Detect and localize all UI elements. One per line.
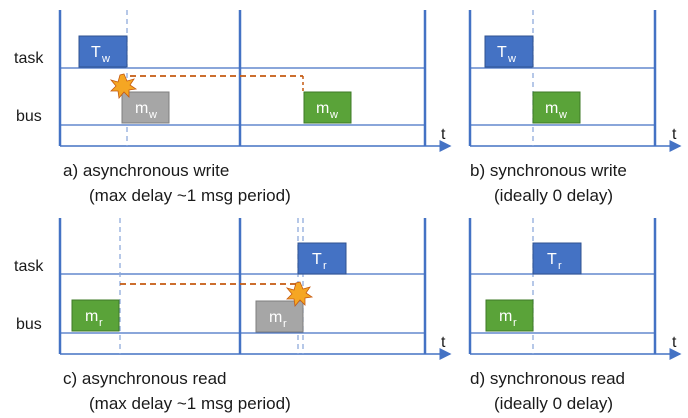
time-label: t bbox=[672, 126, 677, 143]
task-box-label: T bbox=[312, 251, 322, 268]
bus-box-label: m bbox=[545, 100, 558, 117]
time-label: t bbox=[672, 334, 677, 351]
task-box-sub: w bbox=[101, 53, 110, 65]
bus-box-sub: r bbox=[513, 317, 517, 329]
task-write-box bbox=[484, 35, 534, 68]
caption-a-note: (max delay ~1 msg period) bbox=[89, 186, 291, 205]
caption-c-note: (max delay ~1 msg period) bbox=[89, 394, 291, 413]
panel-d: T r m r bbox=[468, 218, 682, 360]
task-box-label: T bbox=[497, 44, 507, 61]
time-label: t bbox=[441, 126, 446, 143]
caption-c-title: c) asynchronous read bbox=[63, 369, 226, 388]
panel-b: T w m w bbox=[468, 10, 682, 152]
panel-a: T w m w m w bbox=[58, 10, 452, 152]
event-burst-icon bbox=[109, 73, 138, 99]
bus-box-sub: w bbox=[329, 109, 338, 121]
bus-box-label: m bbox=[269, 309, 282, 326]
bus-msg-old-box bbox=[121, 91, 170, 124]
caption-d-note: (ideally 0 delay) bbox=[494, 394, 613, 413]
task-write-box bbox=[78, 35, 128, 68]
task-read-box bbox=[297, 242, 347, 275]
row-label-task: task bbox=[14, 50, 44, 67]
bus-box-sub: w bbox=[558, 109, 567, 121]
bus-msg-new-box bbox=[532, 91, 581, 124]
row-label-bus: bus bbox=[16, 108, 42, 125]
bus-msg-new-box bbox=[71, 299, 120, 332]
bus-box-sub: r bbox=[283, 318, 287, 330]
bus-msg-new-box bbox=[303, 91, 352, 124]
caption-d-title: d) synchronous read bbox=[470, 369, 625, 388]
task-box-sub: w bbox=[507, 53, 516, 65]
bus-box-label: m bbox=[85, 308, 98, 325]
bus-box-label: m bbox=[316, 100, 329, 117]
bus-box-sub: w bbox=[148, 109, 157, 121]
bus-box-sub: r bbox=[99, 317, 103, 329]
panel-c: T r m r m r bbox=[58, 218, 452, 360]
caption-b-title: b) synchronous write bbox=[470, 161, 627, 180]
caption-a-title: a) asynchronous write bbox=[63, 161, 229, 180]
bus-box-label: m bbox=[135, 100, 148, 117]
caption-b-note: (ideally 0 delay) bbox=[494, 186, 613, 205]
row-label-task: task bbox=[14, 258, 44, 275]
task-box-label: T bbox=[91, 44, 101, 61]
bus-box-label: m bbox=[499, 308, 512, 325]
task-box-sub: r bbox=[558, 260, 562, 272]
event-burst-icon bbox=[285, 281, 314, 307]
task-read-box bbox=[532, 242, 582, 275]
time-label: t bbox=[441, 334, 446, 351]
bus-msg-new-box bbox=[485, 299, 534, 332]
task-box-sub: r bbox=[323, 260, 327, 272]
row-label-bus: bus bbox=[16, 316, 42, 333]
task-box-label: T bbox=[547, 251, 557, 268]
